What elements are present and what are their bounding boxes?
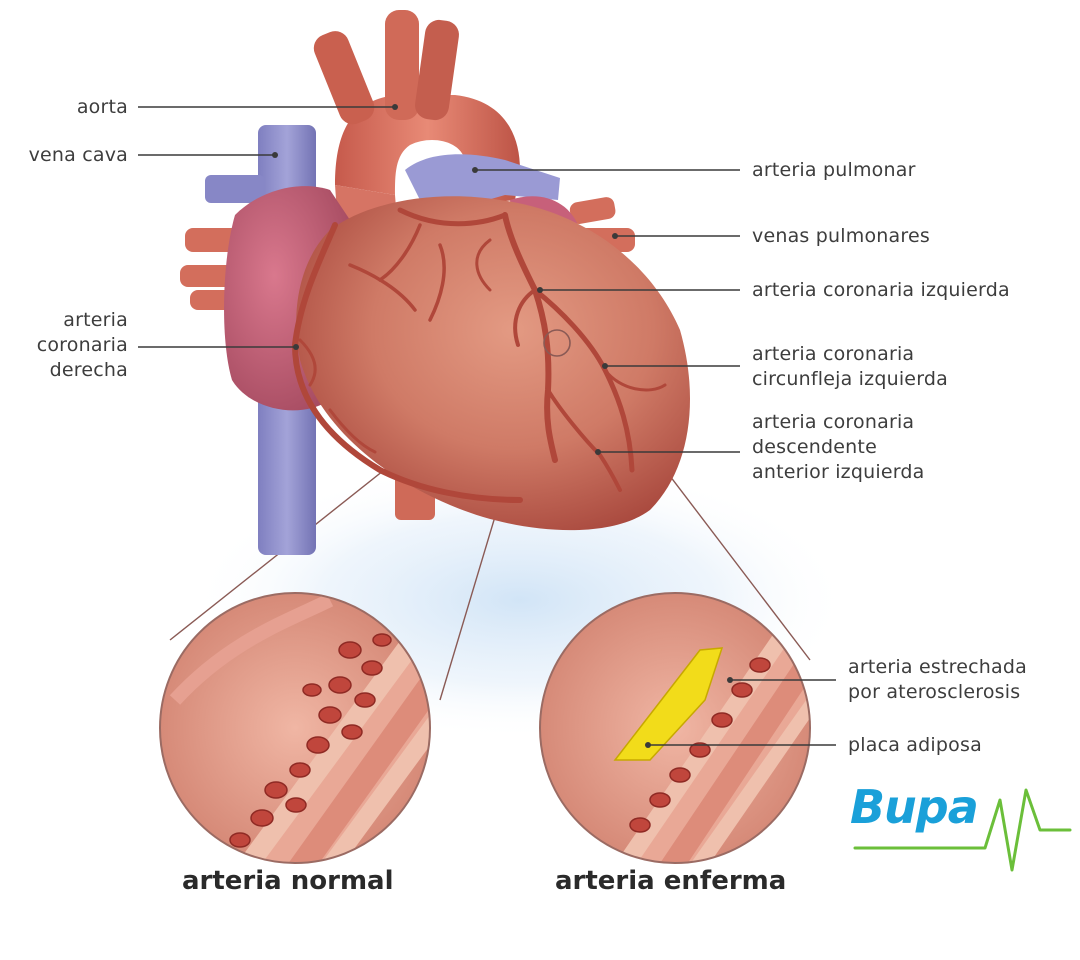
caption-arteria-enferma: arteria enferma xyxy=(555,866,786,896)
label-line: anterior izquierda xyxy=(752,460,925,485)
label-line: arteria coronaria xyxy=(752,410,925,435)
label-coronaria-izquierda: arteria coronaria izquierda xyxy=(752,278,1010,303)
label-line: arteria estrechada xyxy=(848,655,1027,680)
label-coronaria-derecha: arteria coronaria derecha xyxy=(10,308,128,383)
label-vena-cava: vena cava xyxy=(0,143,128,168)
label-line: coronaria xyxy=(10,333,128,358)
label-line: arteria xyxy=(10,308,128,333)
bupa-logo: Bupa xyxy=(850,780,978,834)
label-arteria-pulmonar: arteria pulmonar xyxy=(752,158,916,183)
label-estrechada: arteria estrechada por aterosclerosis xyxy=(848,655,1027,705)
label-line: derecha xyxy=(10,358,128,383)
label-aorta: aorta xyxy=(20,95,128,120)
label-line: por aterosclerosis xyxy=(848,680,1027,705)
label-line: arteria coronaria xyxy=(752,342,948,367)
label-line: descendente xyxy=(752,435,925,460)
label-line: circunfleja izquierda xyxy=(752,367,948,392)
label-circunfleja: arteria coronaria circunfleja izquierda xyxy=(752,342,948,392)
label-descendente: arteria coronaria descendente anterior i… xyxy=(752,410,925,485)
label-venas-pulmonares: venas pulmonares xyxy=(752,224,930,249)
label-placa-adiposa: placa adiposa xyxy=(848,733,982,758)
caption-arteria-normal: arteria normal xyxy=(182,866,394,896)
